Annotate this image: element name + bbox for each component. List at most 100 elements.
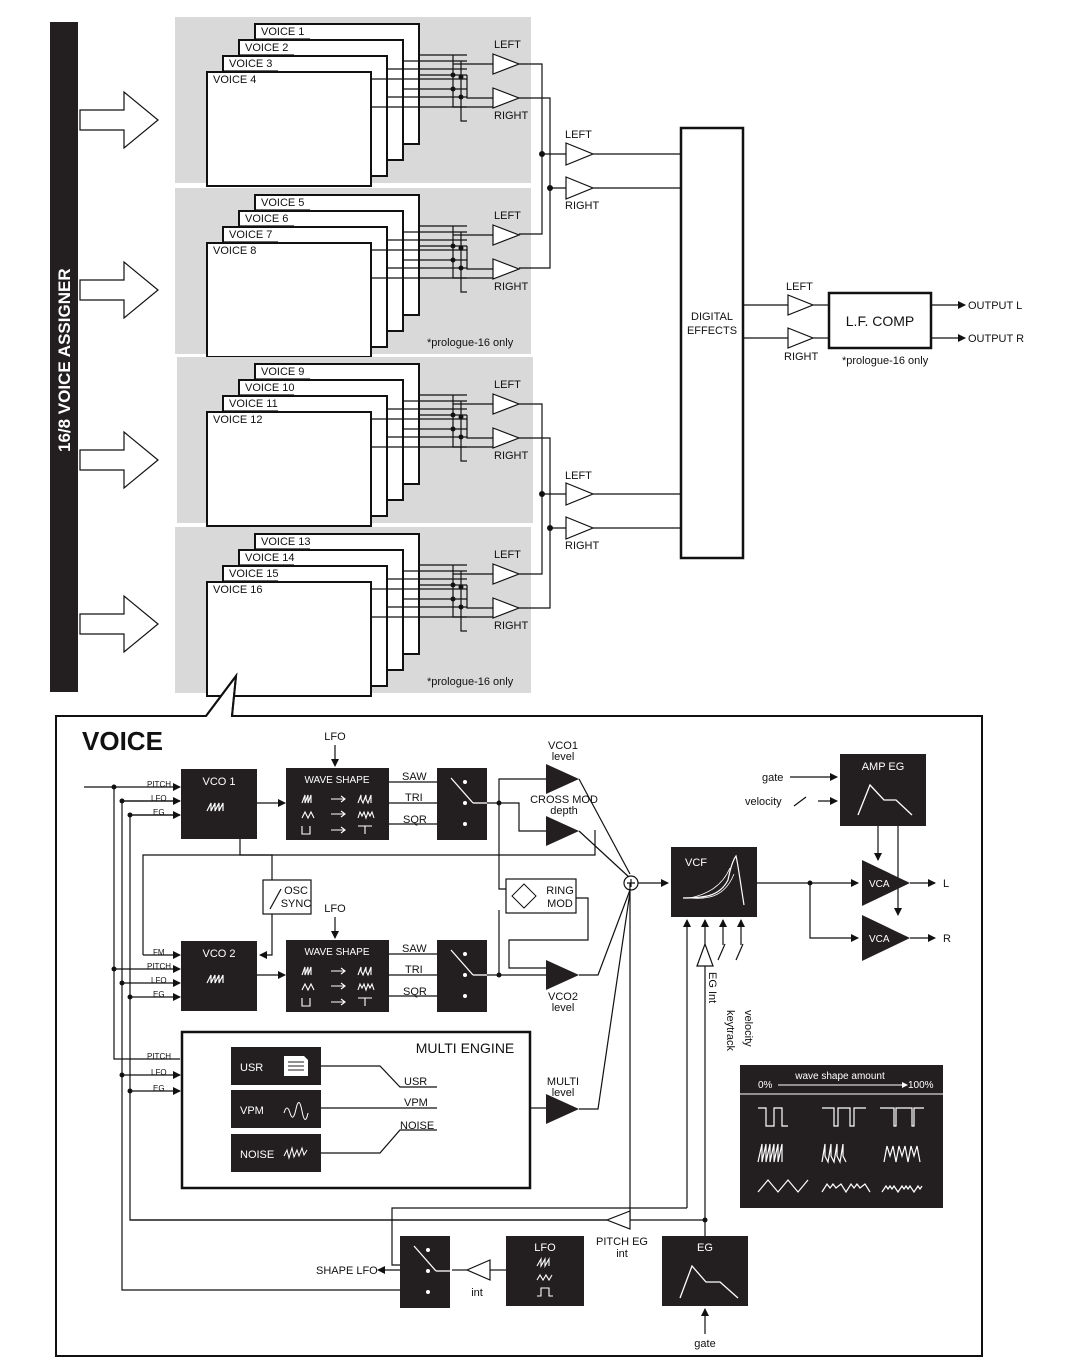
vco1-sqr-label: SQR xyxy=(403,814,427,826)
svg-text:100%: 100% xyxy=(908,1080,934,1091)
vco2-block: VCO 2 xyxy=(181,941,257,1011)
svg-text:VOICE 8: VOICE 8 xyxy=(213,245,256,257)
svg-text:VCF: VCF xyxy=(685,857,707,869)
me-eg-label: EG xyxy=(153,1084,165,1093)
mix2-right-label: RIGHT xyxy=(565,540,600,552)
multi-level-label-2: level xyxy=(552,1087,575,1099)
svg-text:MULTI ENGINE: MULTI ENGINE xyxy=(416,1040,515,1056)
group-left-label: LEFT xyxy=(494,39,521,51)
mixer-summer xyxy=(623,875,639,891)
vpm-label: VPM xyxy=(240,1105,264,1117)
vco2-level-label-2: level xyxy=(552,1002,575,1014)
group-left-label: LEFT xyxy=(494,379,521,391)
mixer-wiring xyxy=(487,778,669,1110)
usr-label: USR xyxy=(240,1062,263,1074)
group-right-label: RIGHT xyxy=(494,110,529,122)
cross-mod-label: CROSS MOD xyxy=(530,794,598,806)
comp-right-label: RIGHT xyxy=(784,351,819,363)
svg-text:EFFECTS: EFFECTS xyxy=(687,325,737,337)
svg-text:VCA: VCA xyxy=(869,934,890,945)
eg-int-label: EG Int xyxy=(706,972,718,1003)
left-buffer xyxy=(492,224,521,246)
velocity-label: velocity xyxy=(742,1010,754,1047)
wave-shape-2-block: WAVE SHAPE xyxy=(286,940,389,1012)
svg-text:VOICE 12: VOICE 12 xyxy=(213,414,263,426)
svg-text:VOICE 7: VOICE 7 xyxy=(229,229,272,241)
lfo-int-amp xyxy=(465,1259,491,1281)
svg-text:EG: EG xyxy=(697,1242,713,1254)
me-pitch-label: PITCH xyxy=(147,1052,171,1061)
shape-lfo-label: SHAPE LFO xyxy=(316,1265,378,1277)
vcf-block: VCF xyxy=(671,847,757,917)
vco1-eg-label: EG xyxy=(153,808,165,817)
amp-eg-block: AMP EG xyxy=(840,754,926,826)
group-wiring xyxy=(519,63,681,609)
voice-card: VOICE 12 xyxy=(206,411,372,527)
vco1-block: VCO 1 xyxy=(181,769,257,839)
lf-comp-block: L.F. COMP xyxy=(827,291,933,350)
svg-text:0%: 0% xyxy=(758,1080,773,1091)
output-l-label: OUTPUT L xyxy=(968,300,1022,312)
multi-engine-block: MULTI ENGINE USR VPM NOISE xyxy=(180,1030,532,1190)
cross-mod-depth-label: depth xyxy=(550,805,578,817)
voice-card: VOICE 16 xyxy=(206,581,372,697)
vco2-saw-label: SAW xyxy=(402,943,427,955)
filter-curve-icon xyxy=(682,854,745,906)
right-buffer xyxy=(492,87,521,109)
voice-card: VOICE 8 xyxy=(206,242,372,358)
comp-buffers xyxy=(787,294,815,349)
svg-text:VOICE 2: VOICE 2 xyxy=(245,42,288,54)
out-l-label: L xyxy=(943,878,949,890)
svg-text:VOICE 10: VOICE 10 xyxy=(245,382,295,394)
svg-text:AMP EG: AMP EG xyxy=(862,761,905,773)
right-buffer xyxy=(492,427,521,449)
left-buffer xyxy=(492,563,521,585)
right-buffer xyxy=(492,258,521,280)
svg-text:VOICE 4: VOICE 4 xyxy=(213,74,256,86)
saw-wave-icon xyxy=(206,802,224,812)
vco2-lfo-label: LFO xyxy=(151,976,167,985)
ring-mod-box: RING MOD xyxy=(505,878,577,914)
me-usr-label: USR xyxy=(404,1076,427,1088)
mix-buffers xyxy=(565,142,595,540)
vcf-mod-wiring xyxy=(391,879,859,1266)
vco1-pitch-label: PITCH xyxy=(147,780,171,789)
digital-effects-block: DIGITAL EFFECTS xyxy=(679,126,745,560)
voice-card: VOICE 4 xyxy=(206,71,372,187)
vco2-eg-label: EG xyxy=(153,990,165,999)
svg-text:VOICE 6: VOICE 6 xyxy=(245,213,288,225)
junction-dots xyxy=(539,151,553,531)
osc-sync-wiring xyxy=(239,799,286,979)
mix1-right-label: RIGHT xyxy=(565,200,600,212)
bus-dots xyxy=(111,784,133,1094)
svg-text:WAVE SHAPE: WAVE SHAPE xyxy=(304,947,369,958)
group-left-label: LEFT xyxy=(494,210,521,222)
svg-text:VOICE 13: VOICE 13 xyxy=(261,536,311,548)
svg-text:VOICE 5: VOICE 5 xyxy=(261,197,304,209)
me-vpm-label: VPM xyxy=(404,1097,428,1109)
wave-shape-1-block: WAVE SHAPE xyxy=(286,768,389,840)
vco2-tri-label: TRI xyxy=(405,964,423,976)
saw-wave-icon xyxy=(536,1256,550,1269)
vco2-fm-label: FM xyxy=(153,948,165,957)
svg-text:VOICE 14: VOICE 14 xyxy=(245,552,295,564)
bottom-wiring xyxy=(130,883,709,1334)
envelope-icon xyxy=(857,783,913,816)
multi-engine-wiring xyxy=(321,1065,437,1154)
svg-text:VOICE 1: VOICE 1 xyxy=(261,26,304,38)
envelope-icon xyxy=(679,1264,739,1299)
amp-eg-gate-label: gate xyxy=(762,772,783,784)
pitch-eg-int-label-1: PITCH EG xyxy=(596,1236,648,1248)
vco2-level-label-1: VCO2 xyxy=(548,991,578,1003)
right-buffer xyxy=(492,597,521,619)
group-right-label: RIGHT xyxy=(494,620,529,632)
left-buffer xyxy=(492,393,521,415)
comp-left-label: LEFT xyxy=(786,281,813,293)
svg-text:VCA: VCA xyxy=(869,879,890,890)
mixer-dots xyxy=(496,800,502,978)
control-bus xyxy=(84,783,607,1291)
